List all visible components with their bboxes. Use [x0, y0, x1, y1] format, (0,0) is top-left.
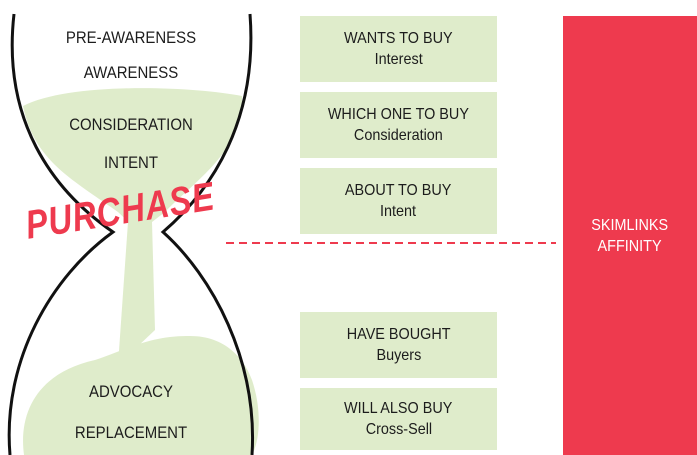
stage-subtitle: Intent [380, 203, 417, 220]
label-replacement: REPLACEMENT [74, 423, 188, 442]
stage-box-intent: ABOUT TO BUY Intent [300, 168, 497, 234]
stage-subtitle: Interest [374, 51, 423, 68]
stage-title: WHICH ONE TO BUY [327, 106, 470, 123]
hourglass-right-outline [160, 13, 255, 455]
stage-title: HAVE BOUGHT [346, 326, 451, 343]
stage-title: WANTS TO BUY [344, 30, 453, 47]
stage-box-consideration: WHICH ONE TO BUY Consideration [300, 92, 497, 158]
label-consideration: CONSIDERATION [69, 115, 193, 134]
label-pre-awareness: PRE-AWARENESS [65, 28, 197, 47]
stage-title: WILL ALSO BUY [344, 400, 453, 417]
skimlinks-affinity-bar: SKIMLINKS AFFINITY [563, 16, 697, 455]
stage-subtitle: Buyers [376, 347, 421, 364]
bottom-sand [23, 335, 259, 455]
stage-box-interest: WANTS TO BUY Interest [300, 16, 497, 82]
stage-box-buyers: HAVE BOUGHT Buyers [300, 312, 497, 378]
stage-subtitle: Consideration [354, 127, 443, 144]
hourglass-left-outline [7, 13, 116, 455]
sand-stream [118, 222, 155, 365]
affinity-line-1: SKIMLINKS [591, 216, 669, 234]
affinity-line-2: AFFINITY [597, 237, 662, 255]
stage-title: ABOUT TO BUY [345, 182, 452, 199]
label-awareness: AWARENESS [83, 63, 179, 82]
stage-box-cross-sell: WILL ALSO BUY Cross-Sell [300, 388, 497, 450]
label-intent: INTENT [103, 153, 159, 172]
stage-subtitle: Cross-Sell [365, 421, 432, 438]
label-advocacy: ADVOCACY [89, 382, 173, 401]
top-sand [23, 88, 243, 232]
